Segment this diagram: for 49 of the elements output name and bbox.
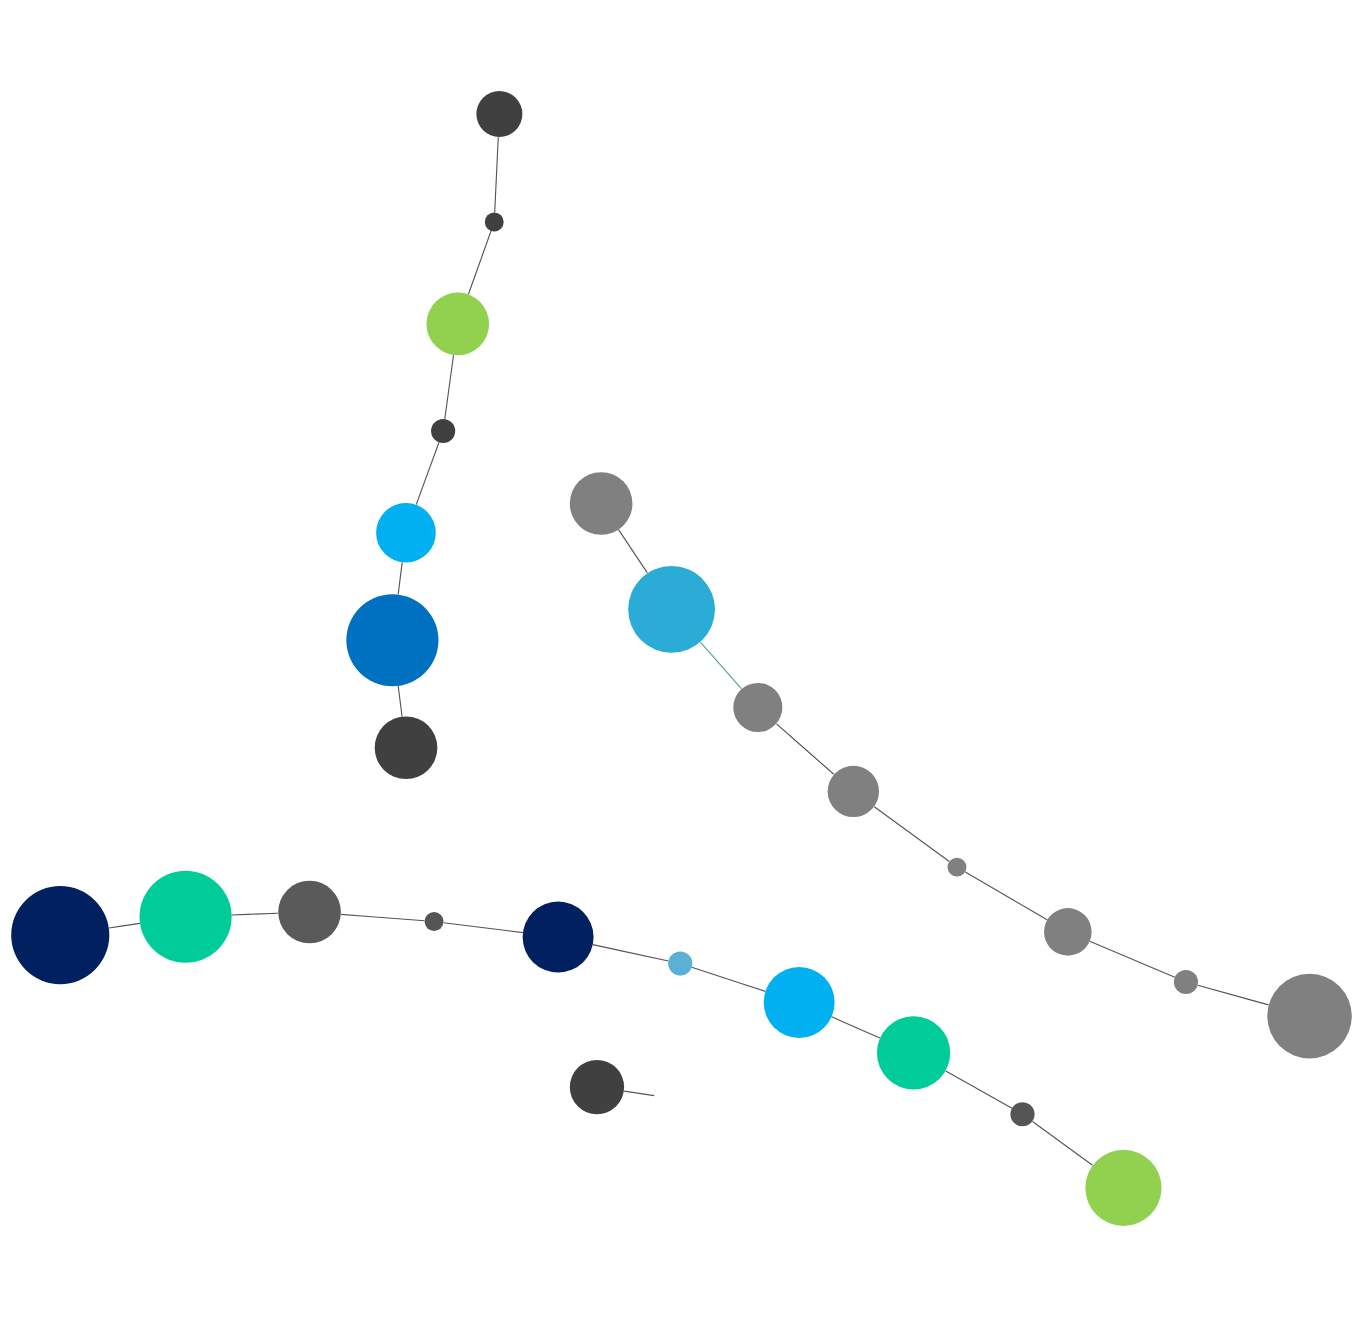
connector (592, 944, 669, 962)
node-circle (569, 1059, 625, 1115)
connector (831, 1016, 881, 1039)
connector (443, 922, 524, 934)
node-circle (278, 880, 341, 944)
connector (1089, 940, 1176, 978)
node-circle (876, 1016, 951, 1090)
node-circle (424, 912, 444, 931)
node-circle (426, 292, 490, 356)
connector (397, 685, 403, 718)
node-circle (522, 901, 594, 973)
connector (444, 354, 455, 420)
node-circle (376, 502, 436, 563)
connector (231, 912, 279, 916)
connector (397, 561, 403, 595)
node-circle (1267, 973, 1352, 1059)
node-circle (668, 951, 693, 976)
node-circle (763, 966, 835, 1038)
node-circle (947, 857, 967, 877)
node-circle (11, 886, 110, 985)
node-circle (431, 418, 456, 444)
connector (108, 922, 141, 929)
node-circle (1085, 1149, 1162, 1226)
connector (415, 441, 440, 506)
connector (945, 1070, 1013, 1109)
node-circle (139, 870, 232, 963)
node-circle (1173, 969, 1198, 995)
connector (494, 136, 499, 213)
node-circle (1044, 908, 1092, 956)
connector (1031, 1121, 1094, 1166)
connector (964, 871, 1048, 921)
node-circle (484, 212, 504, 232)
connector (699, 641, 743, 690)
connector (340, 913, 426, 922)
connector (873, 806, 950, 863)
node-circle (1010, 1102, 1035, 1127)
node-circle (569, 472, 633, 535)
node-circle (476, 91, 523, 138)
node-circle (628, 565, 715, 653)
node-circle (827, 765, 879, 818)
connector (617, 529, 648, 574)
node-circle (346, 594, 439, 687)
node-circle (374, 716, 438, 780)
connector (467, 230, 492, 295)
connector (775, 723, 835, 775)
node-circle (733, 682, 783, 732)
connector (691, 966, 766, 992)
connector (1197, 984, 1270, 1006)
connector (623, 1090, 655, 1097)
